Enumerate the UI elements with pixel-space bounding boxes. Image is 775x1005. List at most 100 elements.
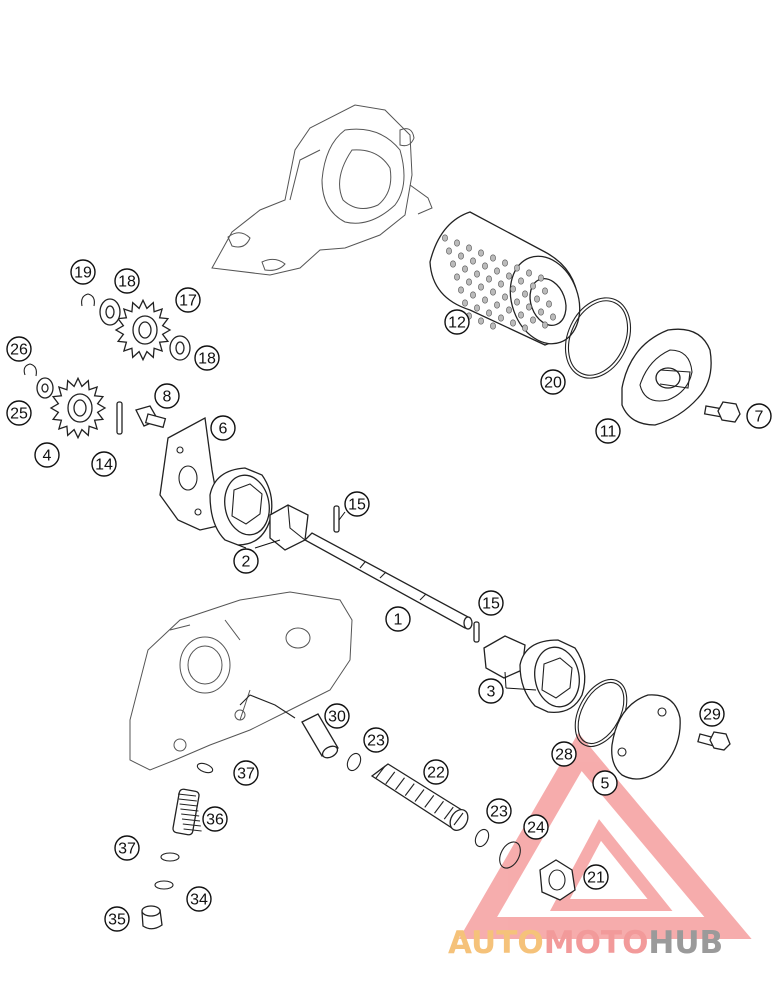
o-ring-23-lower	[474, 828, 490, 848]
callout-c22: 22	[423, 759, 449, 785]
callout-number: 1	[394, 612, 403, 629]
callout-number: 18	[118, 274, 136, 291]
callout-number: 37	[237, 766, 255, 783]
oil-pump-gear-17	[114, 298, 172, 362]
pump-cover-5	[611, 694, 681, 780]
callout-c11: 11	[595, 418, 621, 444]
callout-number: 29	[703, 707, 721, 724]
pump-gasket-6	[159, 416, 223, 531]
callout-number: 21	[587, 870, 605, 887]
callout-c23a: 23	[363, 727, 389, 753]
callout-number: 37	[118, 841, 136, 858]
callout-number: 24	[527, 820, 545, 837]
callout-number: 19	[74, 265, 92, 282]
callout-number: 34	[190, 892, 208, 909]
callout-c4: 4	[34, 442, 60, 468]
pump-rotor-housing-3	[483, 635, 586, 714]
callout-number: 15	[348, 497, 366, 514]
callout-c1: 1	[385, 606, 411, 632]
callout-c30: 30	[324, 703, 350, 729]
o-ring-37-lower	[160, 852, 180, 862]
leader-lines	[237, 511, 537, 691]
callout-number: 5	[601, 776, 610, 793]
o-ring-23-upper	[346, 752, 362, 772]
callout-c21: 21	[583, 864, 609, 890]
oil-screen-22	[370, 763, 469, 831]
callout-c28: 28	[551, 741, 577, 767]
callout-number: 28	[555, 747, 573, 764]
engine-case-top	[211, 104, 433, 276]
callout-number: 18	[198, 351, 216, 368]
o-ring-37-upper	[196, 762, 214, 774]
callout-number: 12	[448, 315, 466, 332]
pin-15-lower	[473, 621, 480, 643]
watermark-part-auto: AUTO	[448, 925, 544, 961]
callout-c19: 19	[70, 259, 96, 285]
o-ring-24	[499, 841, 521, 869]
circlip-19	[81, 293, 95, 307]
callout-c17: 17	[175, 287, 201, 313]
washer-25	[36, 377, 54, 399]
pump-shaft-1	[303, 532, 473, 630]
callout-number: 6	[219, 421, 228, 438]
callout-number: 26	[10, 342, 28, 359]
callout-c2: 2	[233, 548, 259, 574]
callout-number: 25	[10, 406, 28, 423]
part-callouts: 1918171826258641412201171521153302322372…	[6, 259, 772, 932]
callout-c23b: 23	[486, 798, 512, 824]
callout-number: 2	[242, 554, 251, 571]
callout-number: 3	[487, 684, 496, 701]
washer-18-upper	[99, 298, 121, 326]
watermark-part-hub: HUB	[648, 925, 723, 961]
callout-c15a: 15	[344, 491, 370, 517]
callout-number: 30	[328, 709, 346, 726]
callout-c3: 3	[478, 678, 504, 704]
o-ring-34	[154, 880, 174, 890]
callout-number: 11	[600, 424, 617, 441]
callout-c6: 6	[210, 415, 236, 441]
callout-number: 23	[490, 804, 508, 821]
callout-number: 14	[95, 457, 113, 474]
callout-number: 7	[755, 409, 764, 426]
callout-c8: 8	[154, 383, 180, 409]
callout-number: 4	[43, 448, 52, 465]
callout-number: 36	[206, 812, 224, 829]
bolt-29	[697, 731, 731, 751]
callout-number: 17	[179, 293, 197, 310]
callout-number: 23	[367, 733, 385, 750]
engine-case-bottom	[129, 591, 353, 771]
bolt-7	[703, 401, 741, 423]
callout-number: 15	[482, 596, 500, 613]
pin-14	[116, 401, 123, 435]
callout-c5: 5	[592, 770, 618, 796]
callout-c26: 26	[6, 336, 32, 362]
callout-number: 8	[163, 389, 172, 406]
oil-pump-gear-4	[49, 376, 107, 440]
plug-35	[141, 905, 163, 930]
callout-c14: 14	[91, 451, 117, 477]
callout-c37b: 37	[114, 835, 140, 861]
callout-c34: 34	[186, 886, 212, 912]
callout-c12: 12	[444, 309, 470, 335]
pin-15-upper	[333, 505, 340, 533]
pump-rotor-housing-2	[209, 467, 309, 551]
callout-c20: 20	[540, 369, 566, 395]
callout-c15b: 15	[478, 590, 504, 616]
oil-screen-36	[172, 788, 202, 836]
callout-c24: 24	[523, 814, 549, 840]
oil-filter-cover	[621, 328, 712, 426]
svg-text:AUTOMOTOHUB: AUTOMOTOHUB	[448, 925, 723, 961]
oil-screen-tube-30	[301, 713, 339, 759]
callout-number: 35	[108, 912, 126, 929]
callout-c29: 29	[699, 701, 725, 727]
callout-number: 22	[427, 765, 445, 782]
callout-c35: 35	[104, 906, 130, 932]
circlip-26	[23, 363, 37, 377]
callout-c25: 25	[6, 400, 32, 426]
o-ring-20	[564, 297, 632, 379]
callout-c18a: 18	[114, 268, 140, 294]
callout-c18b: 18	[194, 345, 220, 371]
callout-c37a: 37	[233, 760, 259, 786]
screw-8	[135, 405, 167, 429]
